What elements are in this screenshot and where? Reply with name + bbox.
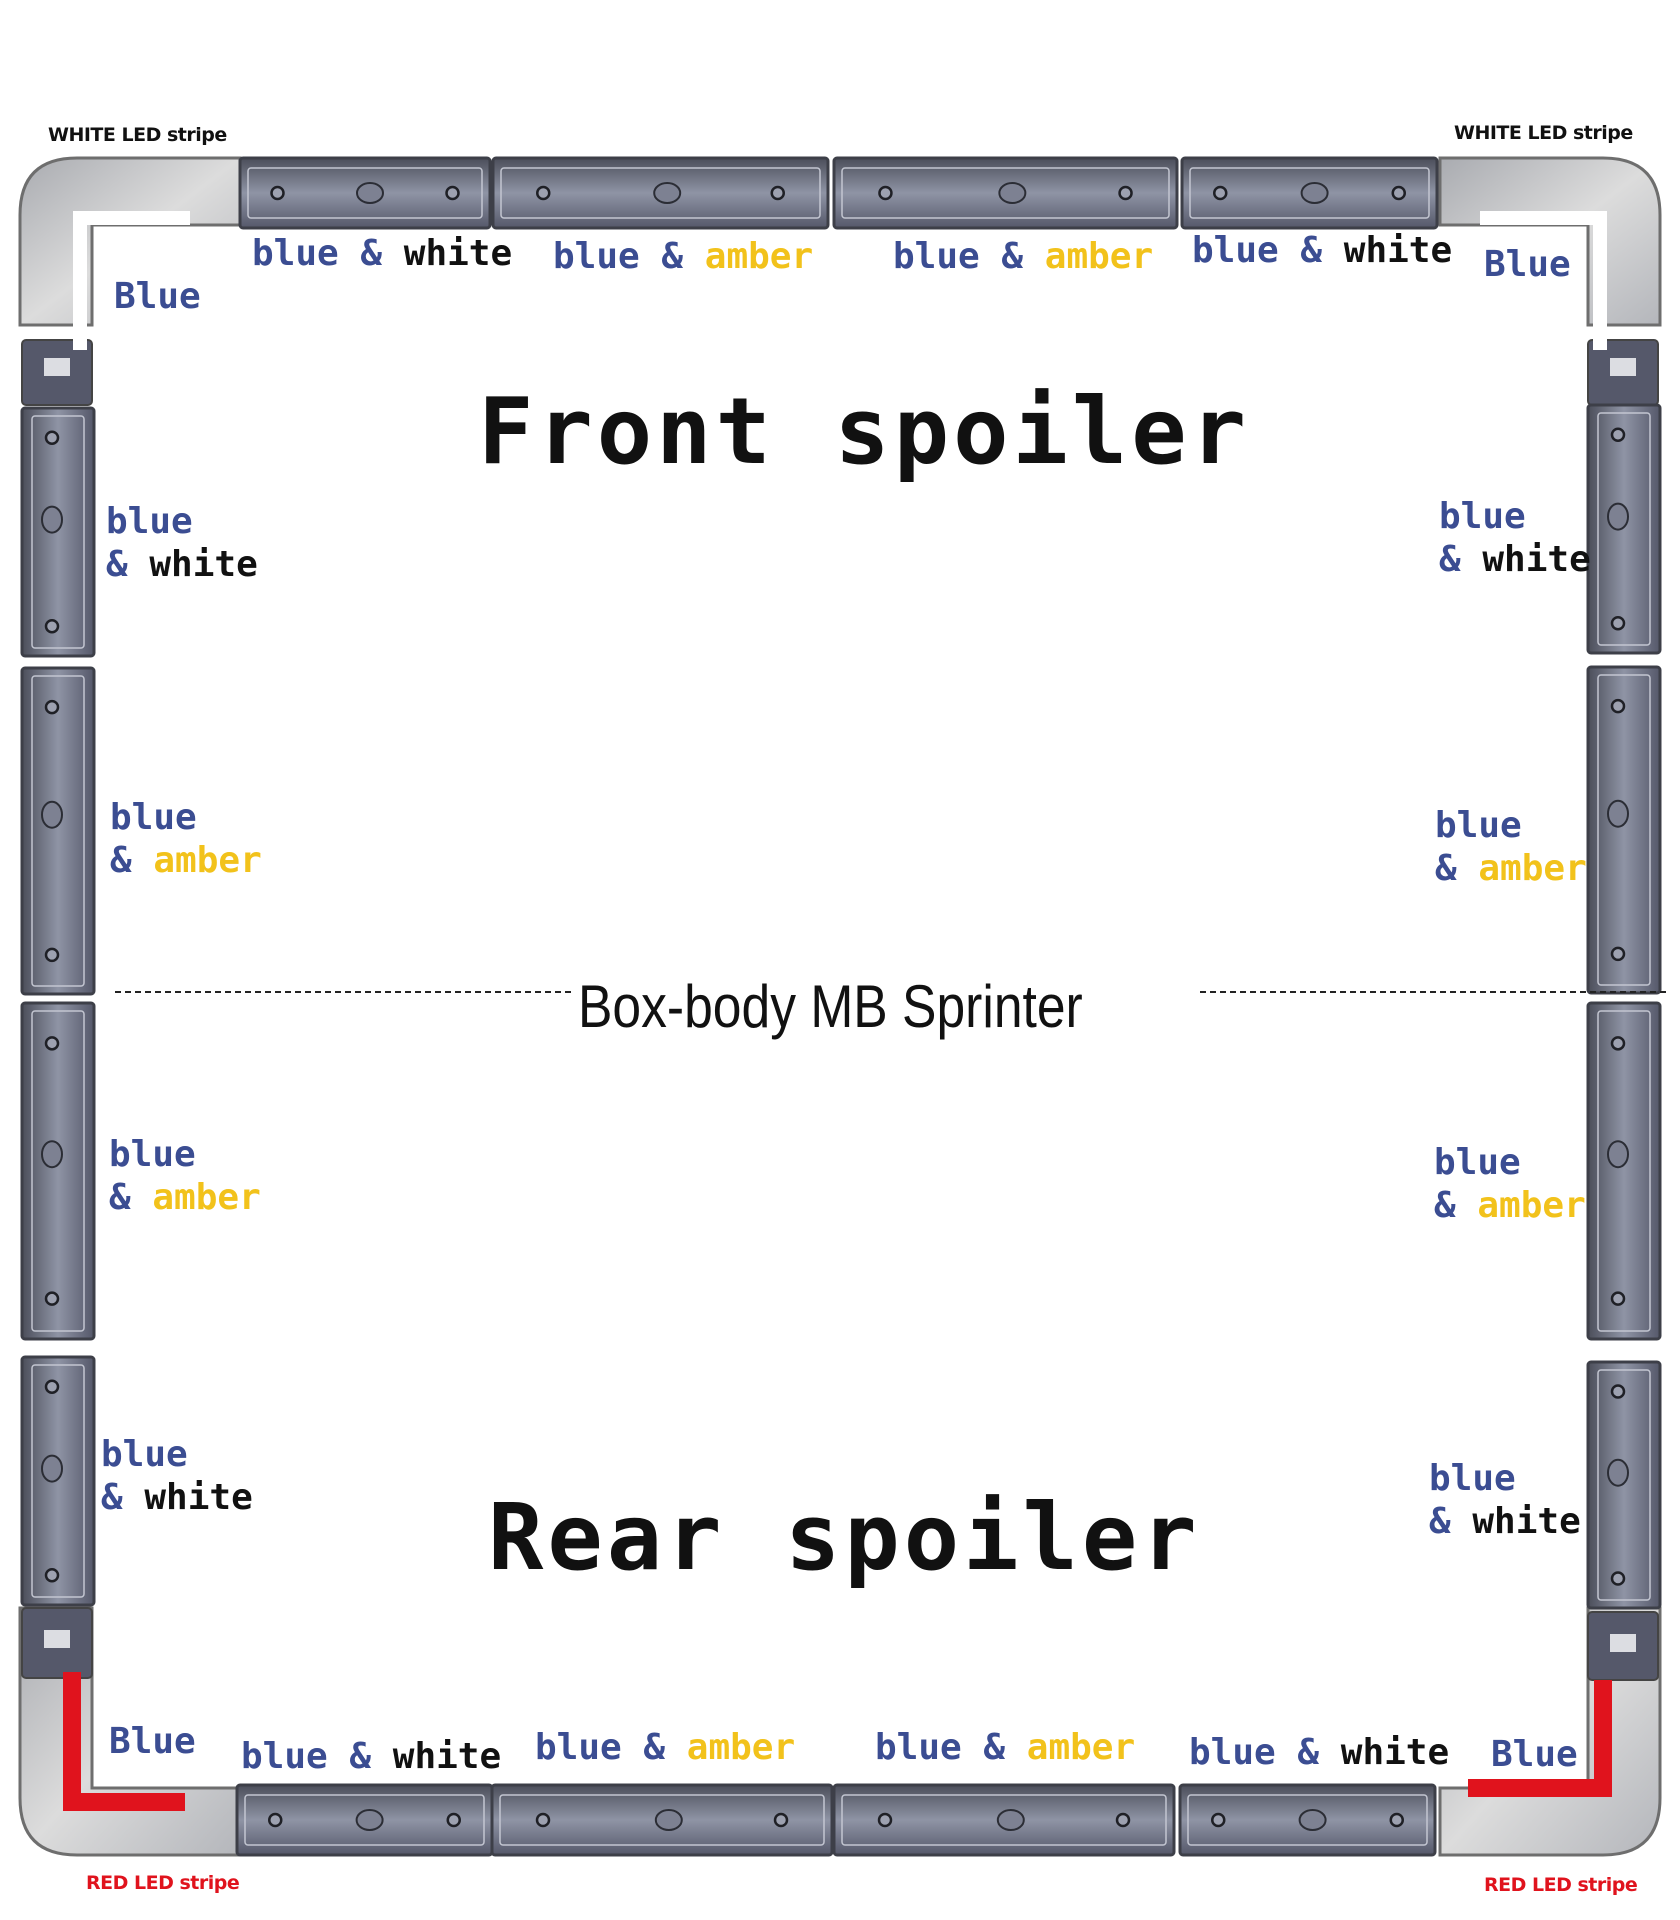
white-led-stripe-left bbox=[73, 211, 190, 350]
module-top-1 bbox=[238, 156, 492, 230]
white-led-stripe-label-left: WHITE LED stripe bbox=[48, 124, 227, 146]
label-left-3: blue& amber bbox=[109, 1134, 261, 1218]
module-top-4 bbox=[1180, 156, 1439, 230]
label-top-1: blue & white bbox=[252, 233, 513, 274]
label-bottom-3: blue & amber bbox=[875, 1727, 1136, 1768]
module-left-2 bbox=[20, 666, 96, 996]
red-led-stripe-left bbox=[63, 1672, 185, 1811]
red-led-stripe-label-right: RED LED stripe bbox=[1484, 1874, 1638, 1896]
white-led-stripe-right bbox=[1480, 211, 1607, 350]
label-bottom-2: blue & amber bbox=[535, 1727, 796, 1768]
white-led-stripe-label-right: WHITE LED stripe bbox=[1454, 122, 1633, 144]
rear-spoiler-title: Rear spoiler bbox=[488, 1484, 1201, 1591]
label-top-corner-right: Blue bbox=[1484, 244, 1571, 285]
label-left-1: blue& white bbox=[106, 501, 258, 585]
module-right-3 bbox=[1586, 1001, 1662, 1341]
label-top-3: blue & amber bbox=[893, 236, 1154, 277]
vehicle-subtitle: Box-body MB Sprinter bbox=[578, 973, 1083, 1040]
label-bottom-1: blue & white bbox=[241, 1736, 502, 1777]
red-led-stripe-right bbox=[1468, 1680, 1612, 1797]
module-bottom-4 bbox=[1178, 1783, 1437, 1857]
red-led-stripe-label-left: RED LED stripe bbox=[86, 1872, 240, 1894]
module-top-3 bbox=[832, 156, 1179, 230]
label-right-1: blue& white bbox=[1439, 496, 1591, 580]
module-left-1 bbox=[20, 406, 96, 658]
module-bottom-3 bbox=[832, 1783, 1176, 1857]
front-spoiler-title: Front spoiler bbox=[478, 378, 1251, 485]
module-right-4 bbox=[1586, 1360, 1662, 1610]
module-right-1 bbox=[1586, 403, 1662, 655]
label-top-2: blue & amber bbox=[553, 236, 814, 277]
module-bottom-1 bbox=[235, 1783, 494, 1857]
label-right-2: blue& amber bbox=[1435, 805, 1587, 889]
label-right-4: blue& white bbox=[1429, 1458, 1581, 1542]
module-bottom-2 bbox=[490, 1783, 834, 1857]
module-right-2 bbox=[1586, 665, 1662, 995]
module-left-3 bbox=[20, 1001, 96, 1341]
label-bottom-corner-left: Blue bbox=[109, 1721, 196, 1762]
label-right-3: blue& amber bbox=[1434, 1142, 1586, 1226]
label-bottom-4: blue & white bbox=[1189, 1732, 1450, 1773]
label-top-4: blue & white bbox=[1192, 230, 1453, 271]
label-top-corner-left: Blue bbox=[114, 276, 201, 317]
label-left-2: blue& amber bbox=[110, 797, 262, 881]
corner-top-right bbox=[1438, 156, 1662, 327]
light-modules bbox=[20, 156, 1662, 1857]
module-top-2 bbox=[491, 156, 830, 230]
label-left-4: blue& white bbox=[101, 1434, 253, 1518]
label-bottom-corner-right: Blue bbox=[1491, 1734, 1578, 1775]
module-left-4 bbox=[20, 1355, 96, 1607]
